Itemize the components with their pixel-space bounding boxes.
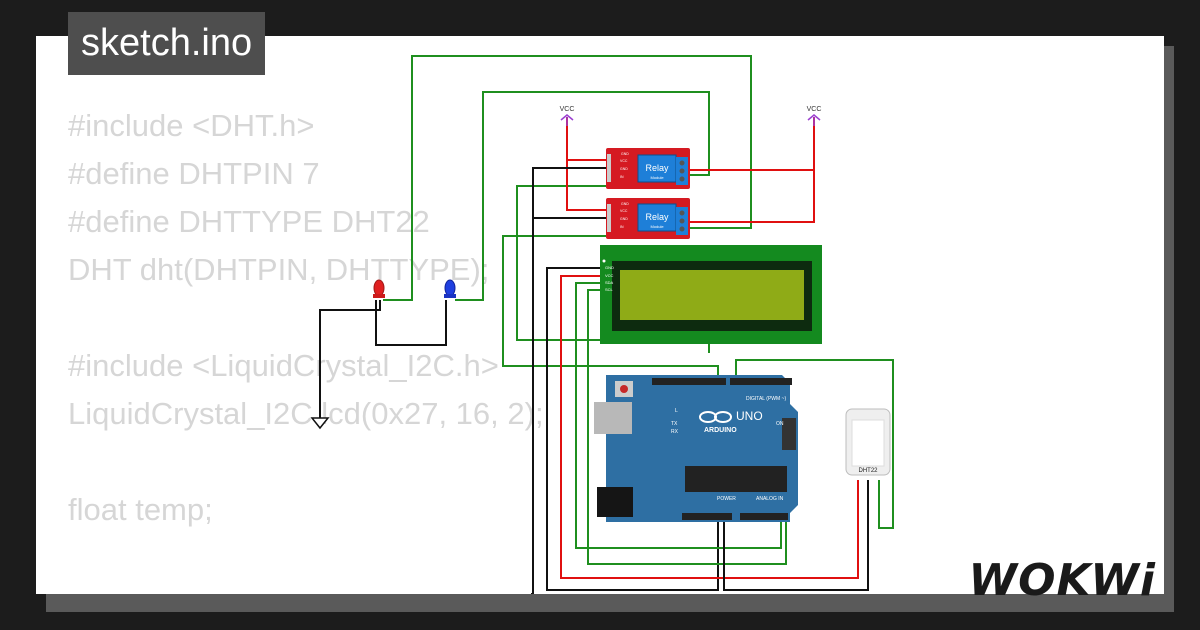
lcd-pin-sda: SDA [605,280,614,285]
vcc-marker-right: VCC [807,106,822,126]
board-l-label: L [675,408,678,414]
relay-2-pin-3: GND [620,217,628,221]
code-line: #define DHTTYPE DHT22 [68,204,430,239]
relay-1-pin-3: GND [620,167,628,171]
blue-led[interactable] [444,279,456,298]
lcd-pin-gnd: GND [605,265,614,270]
sensor-label: DHT22 [858,468,878,474]
arduino-uno[interactable]: DIGITAL (PWM ~) ARDUINO UNO L TX RX ON P… [594,375,798,522]
relay-1-pin-4: IN [620,175,624,179]
lcd-display[interactable]: GND VCC SDA SCL [600,245,822,344]
relay-1-pin-1: GND [621,152,629,156]
arduino-logo-icon [699,411,732,423]
relay-2-pin-1: GND [621,202,629,206]
relay-1-sub: Module [650,175,664,180]
wires [319,55,894,594]
vcc-label-right: VCC [807,106,822,113]
preview-card[interactable]: #include <DHT.h> #define DHTPIN 7 #define … [36,36,1164,594]
dht22-sensor[interactable]: DHT22 [845,408,891,476]
vcc-label-left: VCC [560,106,575,113]
code-line: #include <LiquidCrystal_I2C.h> [68,348,499,383]
board-on-label: ON [776,421,784,427]
relay-2-title: Relay [645,212,669,222]
relay-1-pin-2: VCC [620,159,628,163]
file-name-tab: sketch.ino [68,12,266,75]
board-brand-text: ARDUINO [704,427,737,434]
board-digital-label: DIGITAL (PWM ~) [746,396,786,402]
relay-module-1[interactable]: Relay Module GND VCC GND IN [606,148,690,189]
relay-1-title: Relay [645,163,669,173]
red-led[interactable] [373,279,385,298]
vcc-marker-left: VCC [560,106,575,126]
relay-2-pin-4: IN [620,225,624,229]
lcd-pin-vcc: VCC [605,273,614,278]
lcd-pin-scl: SCL [605,287,614,292]
code-line: #include <DHT.h> [68,108,315,143]
relay-2-sub: Module [650,224,664,229]
board-name-text: UNO [736,409,763,423]
board-rx-label: RX [671,429,679,435]
relay-2-pin-2: VCC [620,209,628,213]
code-line: #define DHTPIN 7 [68,156,320,191]
wokwi-logo: WOKWi [968,555,1156,606]
code-preview: #include <DHT.h> #define DHTPIN 7 #define … [68,102,544,594]
board-power-label: POWER [717,496,736,502]
circuit-diagram: VCC VCC Relay Module GND VCC GND IN [310,55,894,594]
board-analog-label: ANALOG IN [756,496,784,502]
board-tx-label: TX [671,421,678,427]
code-line: float temp; [68,492,213,527]
code-line: LiquidCrystal_I2C lcd(0x27, 16, 2); [68,396,544,431]
relay-module-2[interactable]: Relay Module GND VCC GND IN [606,198,690,239]
ground-symbol [310,417,330,430]
code-line: Lcd [68,582,544,594]
code-line: DHT dht(DHTPIN, DHTTYPE); [68,252,490,287]
